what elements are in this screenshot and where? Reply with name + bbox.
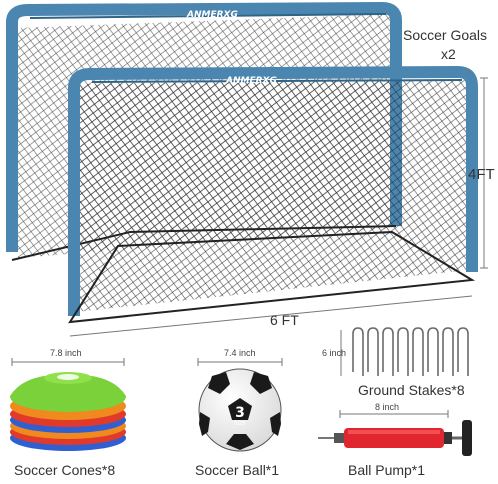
goals-label-line2: x2 xyxy=(441,46,456,62)
stakes-label: Ground Stakes*8 xyxy=(358,382,465,398)
ball-size-number: 3 xyxy=(235,405,245,421)
ground-stakes xyxy=(352,327,469,376)
cones-label: Soccer Cones*8 xyxy=(14,462,116,478)
front-goal-net xyxy=(76,80,468,312)
stakes-dimension-label: 6 inch xyxy=(322,348,347,358)
cones-dimension-label: 7.8 inch xyxy=(50,348,82,358)
front-goal-frame xyxy=(68,65,478,316)
front-goal-brand-text: ANMERXG xyxy=(225,76,277,86)
ball-size-word: SIZE xyxy=(234,421,245,427)
ball-label: Soccer Ball*1 xyxy=(195,462,280,478)
pump-dimension-label: 8 inch xyxy=(375,402,400,412)
back-goal-brand-text: ANMERXG xyxy=(186,10,238,20)
soccer-ball: 3 SIZE xyxy=(198,368,282,452)
ball-dimension-label: 7.4 inch xyxy=(224,348,256,358)
front-goal: ANMERXG xyxy=(68,65,478,324)
soccer-cones-stack xyxy=(10,372,126,451)
ball-pump xyxy=(318,420,472,456)
width-label: 6 FT xyxy=(270,312,299,328)
pump-label: Ball Pump*1 xyxy=(348,462,426,478)
goals-label-line1: Soccer Goals xyxy=(403,27,488,43)
width-dimension-line xyxy=(69,295,473,337)
back-goal-frame xyxy=(6,1,402,252)
height-label: 4FT xyxy=(468,166,495,183)
